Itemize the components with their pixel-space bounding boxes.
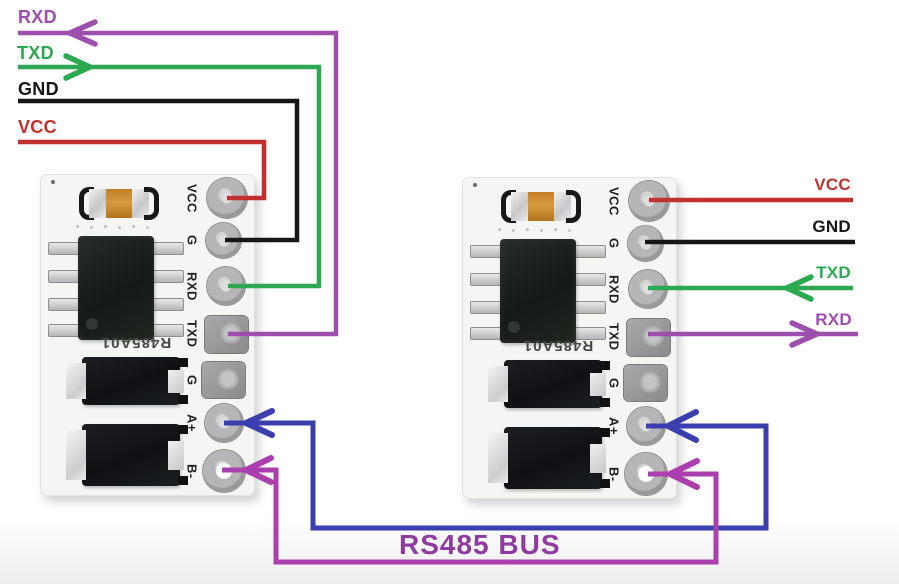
pad-txd	[205, 316, 248, 353]
via-dots	[498, 228, 501, 231]
soic8-transceiver-chip	[470, 239, 606, 343]
solder-joint	[511, 192, 528, 221]
pin-label-txd: TXD	[184, 320, 200, 348]
pad-vcc	[207, 178, 247, 218]
label-left-gnd: GND	[18, 79, 59, 99]
label-right-vcc: VCC	[814, 175, 851, 194]
pin-label-a-plus: A+	[606, 417, 622, 435]
arrow-right-icon	[63, 53, 97, 81]
pad-rxd	[629, 270, 667, 308]
smd-diode-1	[66, 357, 188, 405]
label-right-txd: TXD	[816, 263, 851, 282]
pad-b-minus	[203, 450, 245, 492]
silkscreen-bracket-icon	[566, 190, 581, 223]
pin1-mark	[86, 318, 98, 330]
pin-label-g: G	[606, 237, 622, 249]
rs485-module-left: R485A01 VCC G RXD TXD G A+ B-	[40, 174, 255, 496]
pin-label-b-minus: B-	[606, 466, 622, 482]
pin-label-g2: G	[606, 377, 622, 389]
arrow-left-icon	[63, 19, 98, 47]
pin-label-vcc: VCC	[184, 183, 200, 213]
pad-g2	[624, 365, 667, 401]
pin-label-g: G	[184, 234, 200, 246]
solder-joint	[89, 189, 106, 218]
via-dots	[76, 225, 79, 228]
label-right-rxd: RXD	[815, 310, 852, 329]
pad-a-plus	[627, 407, 665, 445]
soic8-transceiver-chip	[48, 236, 184, 340]
pad-g	[628, 226, 663, 261]
pad-rxd	[207, 267, 245, 305]
smd-diode-2	[488, 427, 610, 489]
silkscreen-bracket-icon	[501, 190, 516, 223]
label-left-vcc: VCC	[18, 117, 57, 137]
pad-txd	[627, 319, 670, 356]
smd-diode-2	[66, 424, 188, 486]
pin-label-a-plus: A+	[184, 414, 200, 432]
silkscreen-part-number: R485A01	[522, 337, 594, 354]
pin-label-g2: G	[184, 374, 200, 386]
pin1-mark	[508, 321, 520, 333]
pin-label-vcc: VCC	[606, 186, 622, 216]
fiducial-dot	[473, 183, 477, 187]
pad-vcc	[629, 181, 669, 221]
smd-capacitor	[501, 190, 581, 223]
smd-capacitor	[79, 187, 159, 220]
capacitor-body	[106, 189, 132, 218]
arrow-right-icon	[789, 320, 824, 348]
pin-label-txd: TXD	[606, 323, 622, 351]
fiducial-dot	[51, 180, 55, 184]
label-left-rxd: RXD	[18, 7, 57, 27]
pad-g	[206, 223, 241, 258]
pin-label-rxd: RXD	[606, 274, 622, 304]
pad-b-minus	[625, 453, 667, 495]
rs485-module-right: R485A01 VCC G RXD TXD G A+ B-	[462, 177, 677, 499]
silkscreen-part-number: R485A01	[100, 334, 172, 351]
pin-label-b-minus: B-	[184, 463, 200, 479]
capacitor-body	[528, 192, 554, 221]
smd-diode-1	[488, 360, 610, 408]
arrow-left-icon	[780, 274, 814, 302]
rs485-bus-label: RS485 BUS	[399, 529, 561, 560]
label-right-gnd: GND	[812, 217, 851, 236]
label-left-txd: TXD	[17, 43, 54, 63]
pin-label-rxd: RXD	[184, 271, 200, 301]
pad-g2	[202, 362, 245, 398]
silkscreen-bracket-icon	[144, 187, 159, 220]
pad-a-plus	[205, 404, 243, 442]
